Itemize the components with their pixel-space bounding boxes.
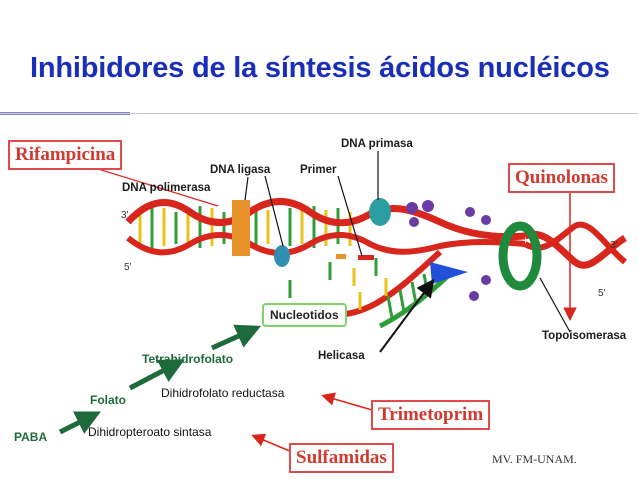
three-prime-right: 3'	[610, 240, 618, 251]
primer-label: Primer	[300, 164, 337, 176]
paba-label: PABA	[14, 430, 48, 444]
helicasa-arrow	[379, 278, 435, 353]
dna-strand-top	[125, 198, 526, 241]
sulfamidas-label: Sulfamidas	[289, 443, 394, 473]
three-prime-left: 3'	[121, 210, 129, 221]
dna-right-helix-a	[523, 230, 627, 269]
helicasa-label: Helicasa	[318, 350, 365, 362]
dna-primasa-label: DNA primasa	[341, 138, 413, 150]
dna-polimerasa-label: DNA polimerasa	[122, 182, 211, 194]
primer-segment	[358, 255, 374, 260]
folato-to-tetrahidrofolato-arrow	[128, 359, 185, 391]
trimetoprim-arrow	[321, 392, 373, 411]
sulfamidas-arrow	[251, 433, 293, 453]
tetrahidrofolato-to-nucleotidos-arrow	[210, 324, 262, 351]
dna-primasa-shape	[369, 198, 391, 226]
credit-text: MV. FM-UNAM.	[492, 452, 577, 466]
dihidrofolato-reductasa-label: Dihidrofolato reductasa	[161, 386, 285, 400]
quinolonas-label: Quinolonas	[508, 163, 615, 193]
free-nucleotides	[288, 258, 388, 310]
rifampicina-arrow	[81, 163, 219, 207]
lagging-strand-2	[378, 272, 452, 329]
ssb-proteins	[406, 200, 491, 301]
tetrahidrofolato-label: Tetrahidrofolato	[142, 352, 234, 366]
topoisomerasa-shape	[498, 221, 542, 291]
dna-ligasa-shape	[274, 245, 290, 267]
helicasa-shape	[430, 262, 468, 284]
nucleotidos-label: Nucleotidos	[262, 303, 347, 327]
dna-polimerasa-shape	[232, 200, 250, 256]
five-prime-left: 5'	[124, 262, 132, 273]
dna-right-helix-b	[523, 221, 627, 265]
five-prime-right: 5'	[598, 288, 606, 299]
dihidropteroato-sintasa-label: Dihidropteroato sintasa	[88, 425, 212, 439]
dna-strand-bottom	[126, 232, 526, 256]
rifampicina-label: Rifampicina	[8, 140, 123, 170]
trimetoprim-label: Trimetoprim	[371, 400, 491, 430]
folato-label: Folato	[90, 393, 126, 407]
paba-to-folato-arrow	[58, 411, 101, 435]
topoisomerasa-label: Topoisomerasa	[542, 330, 627, 342]
primer-segment	[336, 254, 346, 259]
title-divider	[0, 113, 638, 114]
page-title: Inhibidores de la síntesis ácidos nucléi…	[30, 52, 610, 84]
dna-ligasa-label: DNA ligasa	[210, 164, 271, 176]
